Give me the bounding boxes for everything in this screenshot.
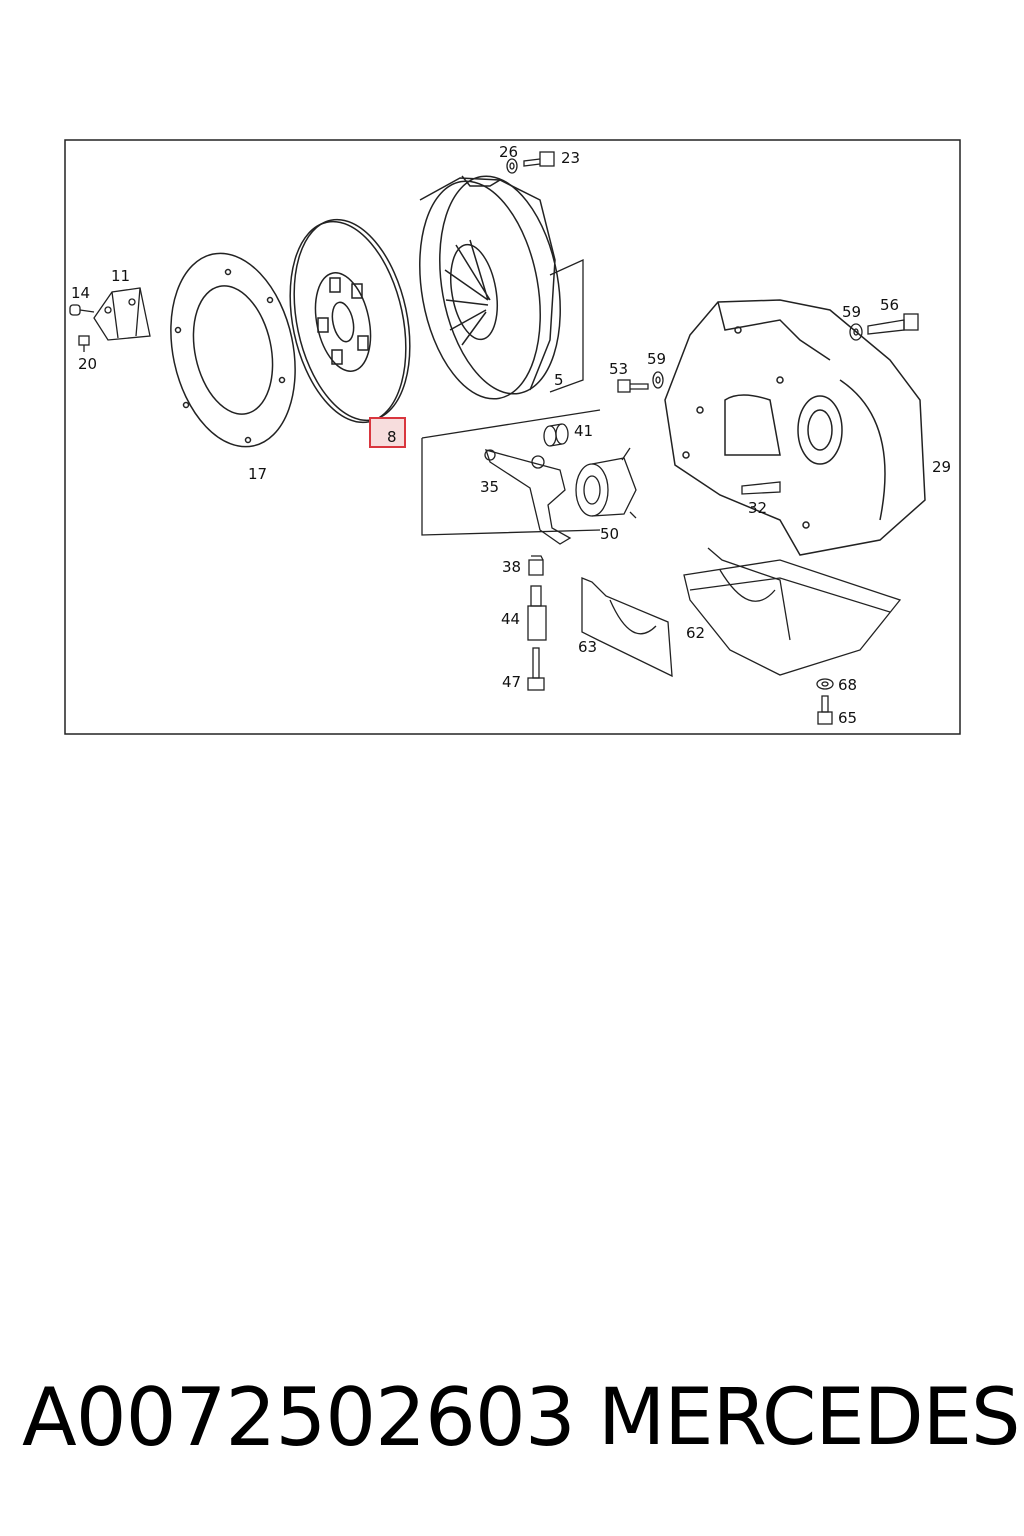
part-56-bolt xyxy=(867,313,919,335)
part-35-release-fork xyxy=(484,449,572,545)
brand-name: MERCEDES xyxy=(598,1373,1020,1463)
callout-41: 41 xyxy=(574,422,593,440)
diagram-frame xyxy=(64,139,961,735)
callout-44: 44 xyxy=(501,610,520,628)
part-50-release-bearing xyxy=(575,447,637,519)
part-footer: A0072502603 MERCEDES xyxy=(0,1368,1024,1478)
callout-59-upper: 59 xyxy=(842,303,861,321)
part-65-bolt xyxy=(817,695,833,725)
part-5-bracket xyxy=(549,258,584,393)
parts-diagram: 26 23 11 14 20 5 53 59 59 56 41 8 17 35 … xyxy=(0,0,1024,760)
callout-62: 62 xyxy=(686,624,705,642)
callout-17: 17 xyxy=(248,465,267,483)
highlight-box xyxy=(369,417,406,448)
callout-38: 38 xyxy=(502,558,521,576)
part-5-pressure-plate xyxy=(419,175,561,400)
callout-65: 65 xyxy=(838,709,857,727)
part-11-bracket xyxy=(93,287,151,341)
part-53-bolt xyxy=(617,379,649,393)
callout-5: 5 xyxy=(554,371,564,389)
callout-8: 8 xyxy=(387,428,397,446)
callout-63: 63 xyxy=(578,638,597,656)
part-number: A0072502603 xyxy=(22,1371,576,1464)
callout-23: 23 xyxy=(561,149,580,167)
part-17-flywheel-ring xyxy=(170,252,296,448)
part-14-bolt xyxy=(69,304,95,316)
part-59-washer-upper xyxy=(849,323,863,341)
callout-11: 11 xyxy=(111,267,130,285)
callout-35: 35 xyxy=(480,478,499,496)
release-group-outline xyxy=(421,409,601,536)
part-44-pivot-pin xyxy=(527,585,547,641)
part-62-oil-pan xyxy=(683,547,902,676)
part-26-washer xyxy=(506,158,518,174)
callout-47: 47 xyxy=(502,673,521,691)
part-20-bolt xyxy=(78,335,90,352)
callout-29: 29 xyxy=(932,458,951,476)
part-63-cover-plate xyxy=(581,577,673,678)
part-32-stud xyxy=(741,481,781,495)
part-59-washer-lower xyxy=(652,371,664,389)
part-38-plug xyxy=(528,555,544,576)
callout-32: 32 xyxy=(748,499,767,517)
part-8-clutch-disc xyxy=(289,218,411,424)
part-29-bell-housing xyxy=(664,299,926,556)
callout-50: 50 xyxy=(600,525,619,543)
part-47-bolt xyxy=(527,647,545,691)
part-68-washer xyxy=(816,678,834,690)
callout-20: 20 xyxy=(78,355,97,373)
callout-59-lower: 59 xyxy=(647,350,666,368)
callout-56: 56 xyxy=(880,296,899,314)
callout-53: 53 xyxy=(609,360,628,378)
callout-26: 26 xyxy=(499,143,518,161)
callout-68: 68 xyxy=(838,676,857,694)
part-41-bushing xyxy=(543,423,569,447)
part-23-bolt xyxy=(523,151,555,167)
callout-14: 14 xyxy=(71,284,90,302)
